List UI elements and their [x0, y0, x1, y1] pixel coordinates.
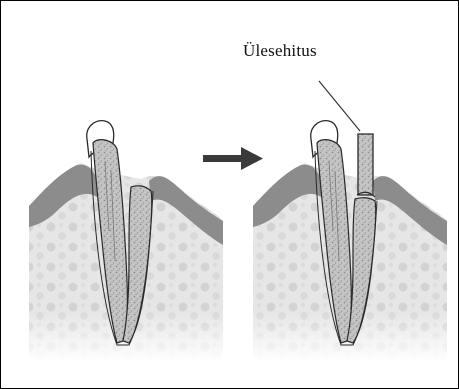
- buildup-label: Ülesehitus: [243, 41, 317, 61]
- after-tooth-group: [253, 121, 447, 363]
- right-arrow-icon: [203, 147, 263, 170]
- before-tooth-group: [29, 121, 223, 363]
- buildup-block: [358, 134, 373, 195]
